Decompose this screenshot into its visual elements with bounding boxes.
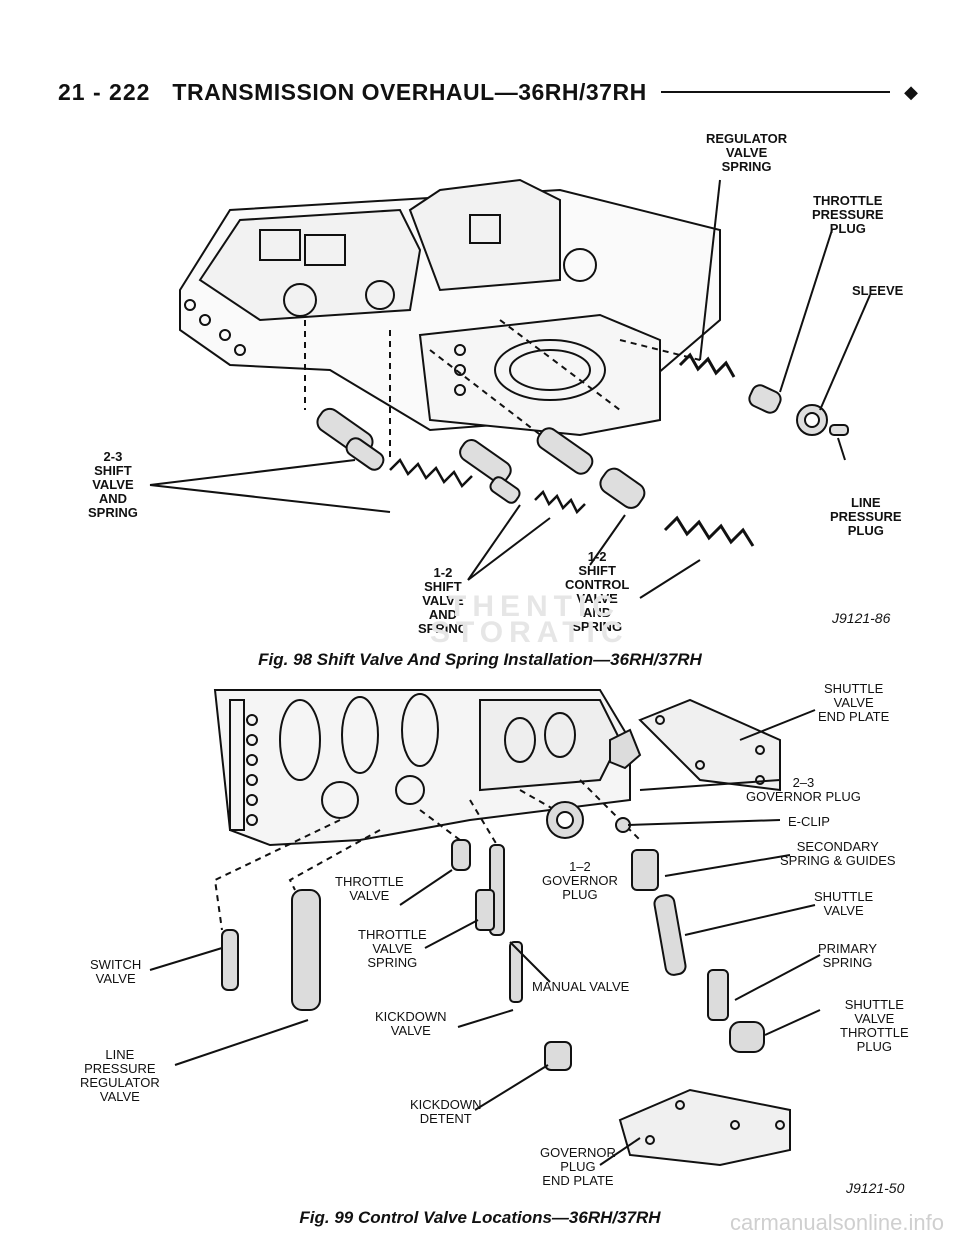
footer-watermark-url: carmanualsonline.info — [729, 1210, 944, 1235]
label-kickdown-valve: KICKDOWN VALVE — [375, 1009, 447, 1038]
label-switch-valve: SWITCH VALVE — [90, 957, 142, 986]
label-1-2-shift-valve-spring: 1-2 SHIFT VALVE AND SPRING — [418, 565, 468, 636]
label-regulator-valve-spring: REGULATOR VALVE SPRING — [706, 131, 788, 174]
label-shuttle-valve-throttle-plug: SHUTTLE VALVE THROTTLE PLUG — [840, 997, 909, 1054]
label-throttle-valve: THROTTLE VALVE — [335, 874, 404, 903]
label-shuttle-valve: SHUTTLE VALVE — [814, 889, 874, 918]
header-rule — [660, 91, 891, 93]
figure-98: REGULATOR VALVE SPRING THROTTLE PRESSURE… — [0, 120, 960, 680]
label-2-3-governor-plug: 2–3 GOVERNOR PLUG — [746, 775, 861, 804]
label-2-3-shift-valve-spring: 2-3 SHIFT VALVE AND SPRING — [88, 449, 138, 520]
page-header: 21 - 222 TRANSMISSION OVERHAUL—36RH/37RH… — [58, 72, 918, 112]
figure-98-caption: Fig. 98 Shift Valve And Spring Installat… — [258, 650, 702, 669]
label-line-pressure-regulator-valve: LINE PRESSURE REGULATOR VALVE — [80, 1047, 160, 1104]
figure-98-code: J9121-86 — [832, 610, 891, 626]
figure-99: SHUTTLE VALVE END PLATE 2–3 GOVERNOR PLU… — [0, 680, 960, 1200]
page-number: 21 - 222 — [58, 78, 151, 105]
label-throttle-valve-spring: THROTTLE VALVE SPRING — [358, 927, 427, 970]
label-throttle-pressure-plug: THROTTLE PRESSURE PLUG — [812, 193, 884, 236]
watermark-text-2: STORATIC — [430, 616, 629, 649]
label-e-clip: E-CLIP — [788, 814, 830, 829]
figure-99-code: J9121-50 — [846, 1180, 905, 1196]
figure-99-caption: Fig. 99 Control Valve Locations—36RH/37R… — [299, 1208, 661, 1227]
label-secondary-spring-guides: SECONDARY SPRING & GUIDES — [780, 839, 896, 868]
label-sleeve: SLEEVE — [852, 283, 904, 298]
watermark-text-1: THENTIC — [448, 590, 620, 623]
label-line-pressure-plug: LINE PRESSURE PLUG — [830, 495, 902, 538]
label-kickdown-detent: KICKDOWN DETENT — [410, 1097, 482, 1126]
diamond-marker-icon: ◆ — [904, 81, 918, 102]
page-title: TRANSMISSION OVERHAUL—36RH/37RH — [172, 78, 647, 105]
label-governor-plug-end-plate: GOVERNOR PLUG END PLATE — [540, 1145, 616, 1188]
label-1-2-governor-plug: 1–2 GOVERNOR PLUG — [542, 859, 618, 902]
label-manual-valve: MANUAL VALVE — [532, 979, 630, 994]
label-primary-spring: PRIMARY SPRING — [818, 941, 877, 970]
label-shuttle-valve-end-plate: SHUTTLE VALVE END PLATE — [818, 681, 890, 724]
figure-99-illustration — [149, 689, 821, 1167]
figure-98-illustration — [149, 178, 871, 599]
label-1-2-shift-control-valve-spring: 1-2 SHIFT CONTROL VALVE AND SPRING — [565, 549, 630, 634]
